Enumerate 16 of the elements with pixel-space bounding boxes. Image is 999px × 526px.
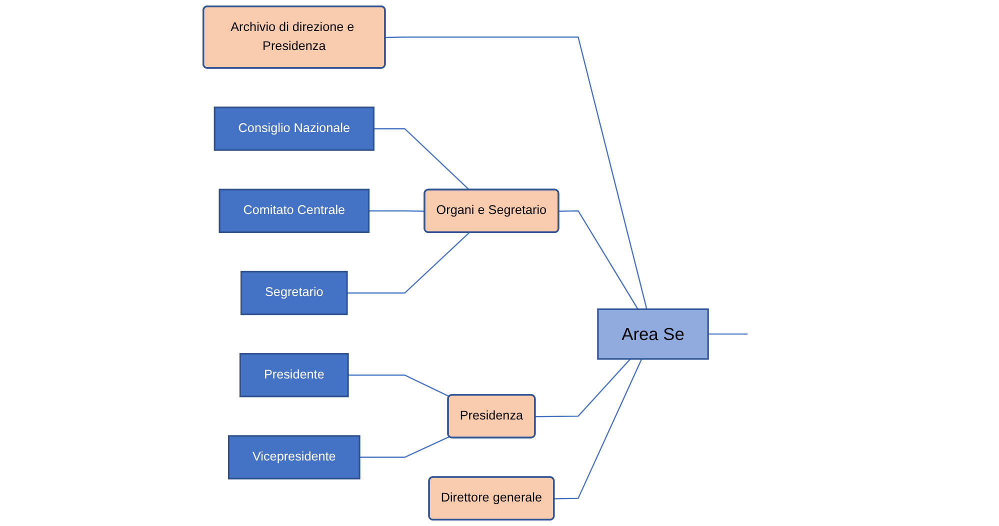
connector [536, 358, 632, 418]
connector [708, 333, 748, 335]
connector [348, 374, 450, 398]
node-box: Presidente [240, 353, 350, 398]
connector [386, 36, 648, 310]
node-box: Area Se [597, 308, 710, 360]
connector [554, 358, 643, 500]
connector [369, 210, 426, 212]
connector [347, 232, 470, 294]
connector [374, 128, 470, 190]
connector [559, 210, 639, 310]
node-box: Segretario [240, 270, 348, 316]
connector [360, 436, 450, 458]
node-box: Consiglio Nazionale [214, 106, 375, 151]
node-box: Vicepresidente [228, 435, 361, 480]
node-box: Comitato Centrale [219, 188, 370, 233]
